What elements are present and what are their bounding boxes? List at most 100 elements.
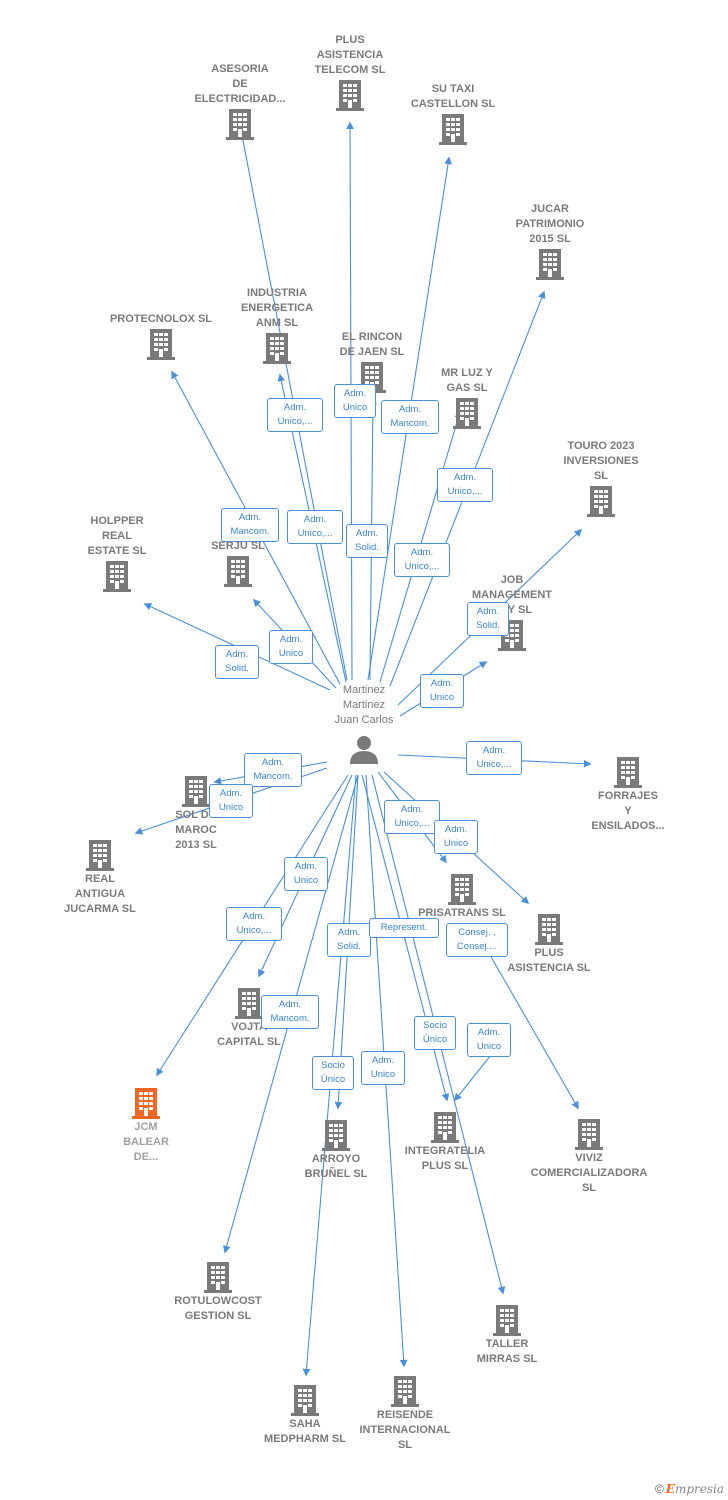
company-label: HOLPPER REAL ESTATE SL <box>87 515 147 557</box>
relation-badge[interactable]: Adm. Unico <box>334 384 376 418</box>
building-icon <box>147 329 175 360</box>
company-label: MR LUZ Y GAS SL <box>441 367 493 394</box>
company-saha[interactable]: SAHA MEDPHARM SL <box>235 1383 375 1447</box>
building-icon <box>291 1385 319 1416</box>
company-su-taxi[interactable]: SU TAXI CASTELLON SL <box>383 82 523 146</box>
company-label: JOB MANAGEMENT ...TY SL <box>471 574 553 616</box>
company-jcm-balear[interactable]: JCM BALEAR DE... <box>76 1086 216 1165</box>
building-icon <box>536 249 564 280</box>
relation-badge[interactable]: Adm. Solid. <box>467 602 509 636</box>
relation-badge[interactable]: Adm. Unico,... <box>384 800 440 834</box>
building-icon <box>224 556 252 587</box>
company-label: REISENDE INTERNACIONAL SL <box>359 1409 451 1451</box>
company-label: SOL DU MAROC 2013 SL <box>175 809 217 851</box>
company-sol[interactable]: SOL DU MAROC 2013 SL <box>126 774 266 853</box>
building-icon <box>263 333 291 364</box>
center-person[interactable]: Martinez Martinez Juan Carlos <box>314 683 414 769</box>
company-touro[interactable]: TOURO 2023 INVERSIONES SL <box>531 439 671 518</box>
building-icon <box>322 1120 350 1151</box>
building-icon <box>204 1262 232 1293</box>
relation-badge[interactable]: Adm. Solid. <box>346 524 388 558</box>
company-taller[interactable]: TALLER MIRRAS SL <box>437 1303 577 1367</box>
building-icon <box>336 80 364 111</box>
company-label: INTEGRATELIA PLUS SL <box>404 1145 486 1172</box>
company-label: REAL ANTIGUA JUCARMA SL <box>64 873 136 915</box>
company-label: SAHA MEDPHARM SL <box>264 1418 346 1445</box>
company-forrajes[interactable]: FORRAJES Y ENSILADOS... <box>558 755 698 834</box>
brand-initial: E <box>665 1482 675 1496</box>
relation-badge[interactable]: Adm. Unico <box>284 857 328 891</box>
company-label: VOJTA CAPITAL SL <box>217 1021 281 1048</box>
company-plus-asistencia[interactable]: PLUS ASISTENCIA SL <box>479 912 619 976</box>
company-label: TOURO 2023 INVERSIONES SL <box>563 440 639 482</box>
company-label: JUCAR PATRIMONIO 2015 SL <box>515 203 585 245</box>
person-icon <box>350 736 378 764</box>
building-icon <box>453 398 481 429</box>
company-holpper[interactable]: HOLPPER REAL ESTATE SL <box>47 514 187 593</box>
company-jucar[interactable]: JUCAR PATRIMONIO 2015 SL <box>480 202 620 281</box>
company-label: PLUS ASISTENCIA SL <box>507 947 591 974</box>
company-integratelia[interactable]: INTEGRATELIA PLUS SL <box>375 1110 515 1174</box>
brand-footer[interactable]: ©Empresia <box>655 1482 724 1496</box>
company-arroyo[interactable]: ARROYO BRUÑEL SL <box>266 1118 406 1182</box>
relation-badge[interactable]: Adm. Unico,... <box>267 398 323 432</box>
relation-badge[interactable]: Consej. , Consej.... <box>446 923 508 957</box>
company-label: INDUSTRIA ENERGETICA ANM SL <box>240 287 314 329</box>
relation-badge[interactable]: Adm. Unico <box>361 1051 405 1085</box>
relation-badge[interactable]: Adm. Unico <box>209 784 253 818</box>
relation-badge[interactable]: Adm. Solid. <box>215 645 259 679</box>
relation-badge[interactable]: Socio Único <box>312 1056 354 1090</box>
building-icon <box>448 874 476 905</box>
relation-badge[interactable]: Socio Único <box>414 1016 456 1050</box>
relation-badge[interactable]: Adm. Unico <box>467 1023 511 1057</box>
relation-badge[interactable]: Adm. Mancom. <box>261 995 319 1029</box>
building-icon <box>86 840 114 871</box>
company-label: VIVIZ COMERCIALIZADORA SL <box>530 1152 648 1194</box>
building-icon <box>391 1376 419 1407</box>
relation-badge[interactable]: Adm. Unico,... <box>226 907 282 941</box>
relation-badge[interactable]: Adm. Unico <box>269 630 313 664</box>
building-icon <box>614 757 642 788</box>
company-label: PROTECNOLOX SL <box>109 313 213 325</box>
copyright-symbol: © <box>654 1482 664 1496</box>
company-plus-telecom[interactable]: PLUS ASISTENCIA TELECOM SL <box>280 33 420 112</box>
company-rotulowcost[interactable]: ROTULOWCOST GESTION SL <box>148 1260 288 1324</box>
building-icon <box>439 114 467 145</box>
company-label: JCM BALEAR DE... <box>123 1121 169 1163</box>
relation-badge[interactable]: Adm. Solid. <box>327 923 371 957</box>
relation-badge[interactable]: Adm. Mancom. <box>221 508 279 542</box>
relation-badge[interactable]: Adm. Unico,... <box>394 543 450 577</box>
company-el-rincon[interactable]: EL RINCON DE JAEN SL <box>302 330 442 394</box>
building-icon <box>226 109 254 140</box>
company-mr-luz[interactable]: MR LUZ Y GAS SL <box>397 366 537 430</box>
relation-badge[interactable]: Adm. Mancom. <box>381 400 439 434</box>
relation-badge[interactable]: Adm. Unico,... <box>437 468 493 502</box>
company-viviz[interactable]: VIVIZ COMERCIALIZADORA SL <box>519 1117 659 1196</box>
company-label: EL RINCON DE JAEN SL <box>339 331 405 358</box>
building-icon <box>431 1112 459 1143</box>
relation-badge[interactable]: Adm. Unico,... <box>287 510 343 544</box>
company-label: ARROYO BRUÑEL SL <box>304 1153 368 1180</box>
company-reisende[interactable]: REISENDE INTERNACIONAL SL <box>335 1374 475 1453</box>
company-job[interactable]: JOB MANAGEMENT ...TY SL <box>442 573 582 652</box>
company-real-antigua[interactable]: REAL ANTIGUA JUCARMA SL <box>30 838 170 917</box>
relation-badge[interactable]: Adm. Unico <box>434 820 478 854</box>
company-label: FORRAJES Y ENSILADOS... <box>591 790 665 832</box>
company-label: PLUS ASISTENCIA TELECOM SL <box>314 34 386 76</box>
company-asesoria[interactable]: ASESORIA DE ELECTRICIDAD... <box>170 62 310 141</box>
company-industria[interactable]: INDUSTRIA ENERGETICA ANM SL <box>207 286 347 365</box>
building-icon <box>587 486 615 517</box>
relation-badge[interactable]: Represent. <box>369 918 439 938</box>
company-label: ASESORIA DE ELECTRICIDAD... <box>194 63 286 105</box>
building-icon <box>132 1088 160 1119</box>
relation-badge[interactable]: Adm. Unico,... <box>466 741 522 775</box>
company-prisatrans[interactable]: PRISATRANS SL <box>392 872 532 921</box>
brand-name: mpresia <box>674 1482 724 1496</box>
relation-badge[interactable]: Adm. Unico <box>420 674 464 708</box>
relation-badge[interactable]: Adm. Mancom. <box>244 753 302 787</box>
company-protecnolox[interactable]: PROTECNOLOX SL <box>91 312 231 361</box>
company-vojta[interactable]: VOJTA CAPITAL SL <box>179 986 319 1050</box>
building-icon <box>575 1119 603 1150</box>
company-label: PRISATRANS SL <box>418 907 506 919</box>
